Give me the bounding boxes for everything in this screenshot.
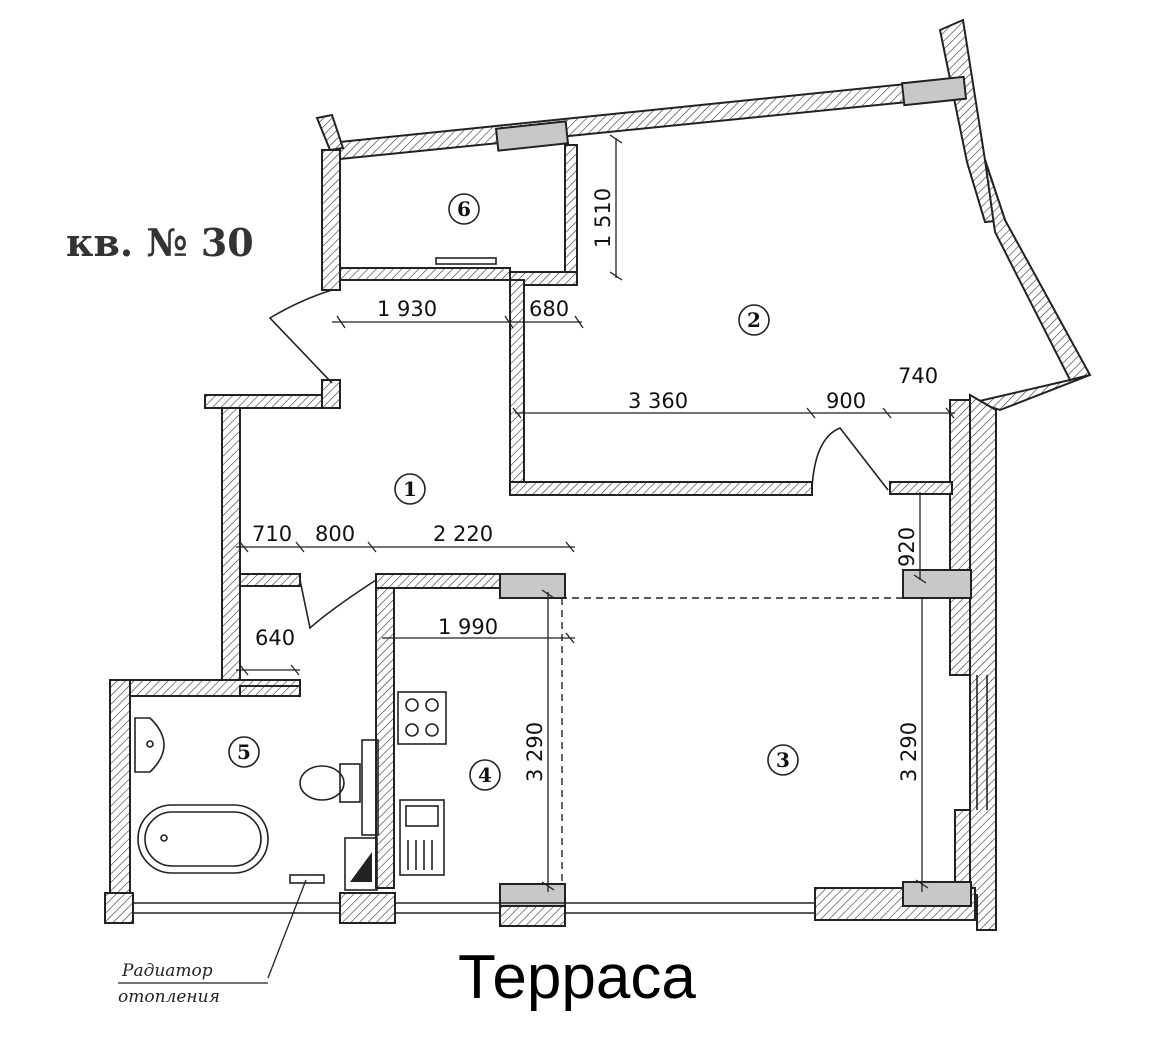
dim-640: 640: [255, 626, 295, 650]
dim-680: 680: [529, 297, 569, 321]
room-5: 5: [237, 740, 251, 764]
dim-3360: 3 360: [628, 389, 688, 413]
dim-740: 740: [898, 364, 938, 388]
fixtures: [134, 257, 497, 891]
radiator-note-line1: Радиатор: [121, 961, 213, 981]
dim-710: 710: [252, 522, 292, 546]
walls: [104, 18, 1092, 931]
terrace-label: Терраса: [458, 943, 696, 1012]
room-3: 3: [776, 748, 790, 772]
room-4: 4: [478, 763, 492, 787]
room-labels: 6 2 1 5 4 3: [228, 193, 799, 791]
dim-1990: 1 990: [438, 615, 498, 639]
apartment-title: кв. № 30: [66, 220, 254, 265]
dim-900: 900: [826, 389, 866, 413]
doors: [268, 289, 889, 630]
dim-3290-living: 3 290: [897, 722, 921, 782]
room-1: 1: [403, 477, 417, 501]
terrace-boundary: [548, 597, 915, 886]
radiator-note-line2: отопления: [118, 987, 220, 1007]
dim-920: 920: [895, 527, 919, 567]
dimension-lines: [236, 134, 955, 979]
room-2: 2: [747, 308, 761, 332]
dim-2220: 2 220: [433, 522, 493, 546]
dim-800: 800: [315, 522, 355, 546]
dim-3290-kitchen: 3 290: [523, 722, 547, 782]
room-6: 6: [457, 197, 471, 221]
dim-1930: 1 930: [377, 297, 437, 321]
dim-1510: 1 510: [591, 188, 615, 248]
